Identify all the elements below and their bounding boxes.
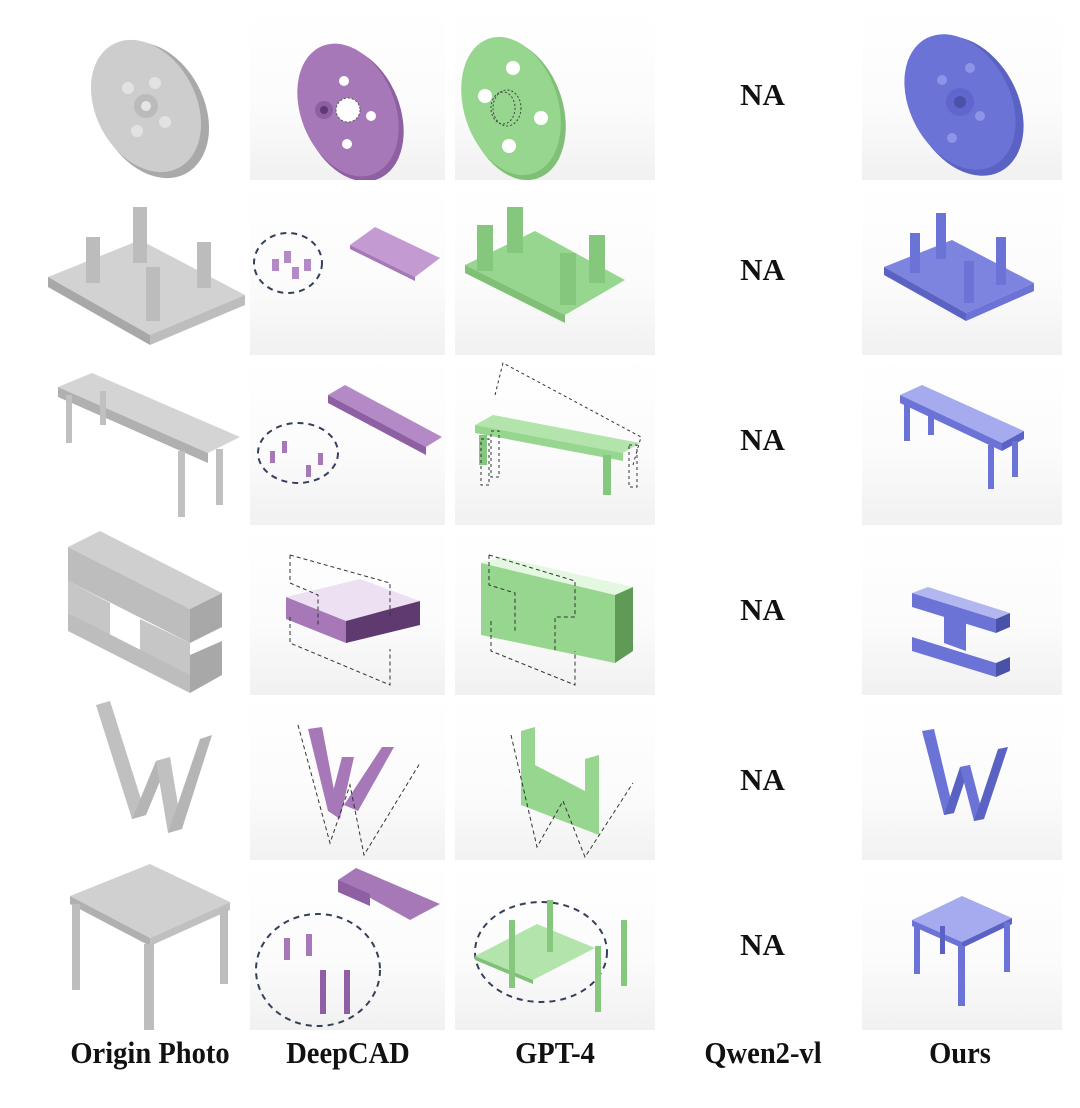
origin-bench-image bbox=[40, 355, 250, 525]
na-label: NA bbox=[740, 252, 785, 287]
deepcad-plate-render bbox=[250, 185, 445, 355]
gpt4-w-render bbox=[455, 695, 655, 865]
qwen-bench-cell: NA bbox=[665, 355, 860, 525]
na-label: NA bbox=[740, 927, 785, 962]
column-labels: Origin Photo DeepCAD GPT-4 Qwen2-vl Ours bbox=[0, 1035, 1080, 1085]
qwen-hblock-cell: NA bbox=[665, 525, 860, 695]
column-label-ours: Ours bbox=[929, 1035, 991, 1070]
qwen-flange-cell: NA bbox=[665, 10, 860, 180]
origin-table-image bbox=[40, 860, 250, 1030]
gpt4-flange-render bbox=[455, 10, 655, 180]
deepcad-flange-render bbox=[250, 10, 445, 180]
qwen-table-cell: NA bbox=[665, 860, 860, 1030]
origin-flange-image bbox=[40, 10, 250, 180]
qwen-plate-cell: NA bbox=[665, 185, 860, 355]
deepcad-table-render bbox=[250, 860, 445, 1030]
origin-plate-image bbox=[40, 185, 250, 355]
gpt4-table-render bbox=[455, 860, 655, 1030]
row-flange-disc: NA bbox=[0, 10, 1080, 180]
column-label-origin: Origin Photo bbox=[70, 1035, 230, 1070]
gpt4-bench-render bbox=[455, 355, 655, 525]
column-label-gpt4: GPT-4 bbox=[515, 1035, 595, 1070]
deepcad-bench-render bbox=[250, 355, 445, 525]
ours-plate-render bbox=[862, 185, 1062, 355]
na-label: NA bbox=[740, 592, 785, 627]
deepcad-w-render bbox=[250, 695, 445, 865]
gpt4-plate-render bbox=[455, 185, 655, 355]
ours-w-render bbox=[862, 695, 1062, 865]
na-label: NA bbox=[740, 422, 785, 457]
row-plate-pillars: NA bbox=[0, 185, 1080, 355]
na-label: NA bbox=[740, 77, 785, 112]
qwen-w-cell: NA bbox=[665, 695, 860, 865]
row-bench: NA bbox=[0, 355, 1080, 525]
row-square-table: NA bbox=[0, 860, 1080, 1030]
ours-flange-render bbox=[862, 10, 1062, 180]
na-label: NA bbox=[740, 762, 785, 797]
comparison-figure-grid: NA NA NA bbox=[0, 10, 1080, 1030]
ours-hblock-render bbox=[862, 525, 1062, 695]
row-h-block: NA bbox=[0, 525, 1080, 695]
column-label-deepcad: DeepCAD bbox=[286, 1035, 410, 1070]
deepcad-hblock-render bbox=[250, 525, 445, 695]
gpt4-hblock-render bbox=[455, 525, 655, 695]
row-w-letter: NA bbox=[0, 695, 1080, 865]
ours-bench-render bbox=[862, 355, 1062, 525]
ours-table-render bbox=[862, 860, 1062, 1030]
origin-w-image bbox=[40, 695, 250, 865]
column-label-qwen: Qwen2-vl bbox=[704, 1035, 822, 1070]
origin-hblock-image bbox=[40, 525, 250, 695]
